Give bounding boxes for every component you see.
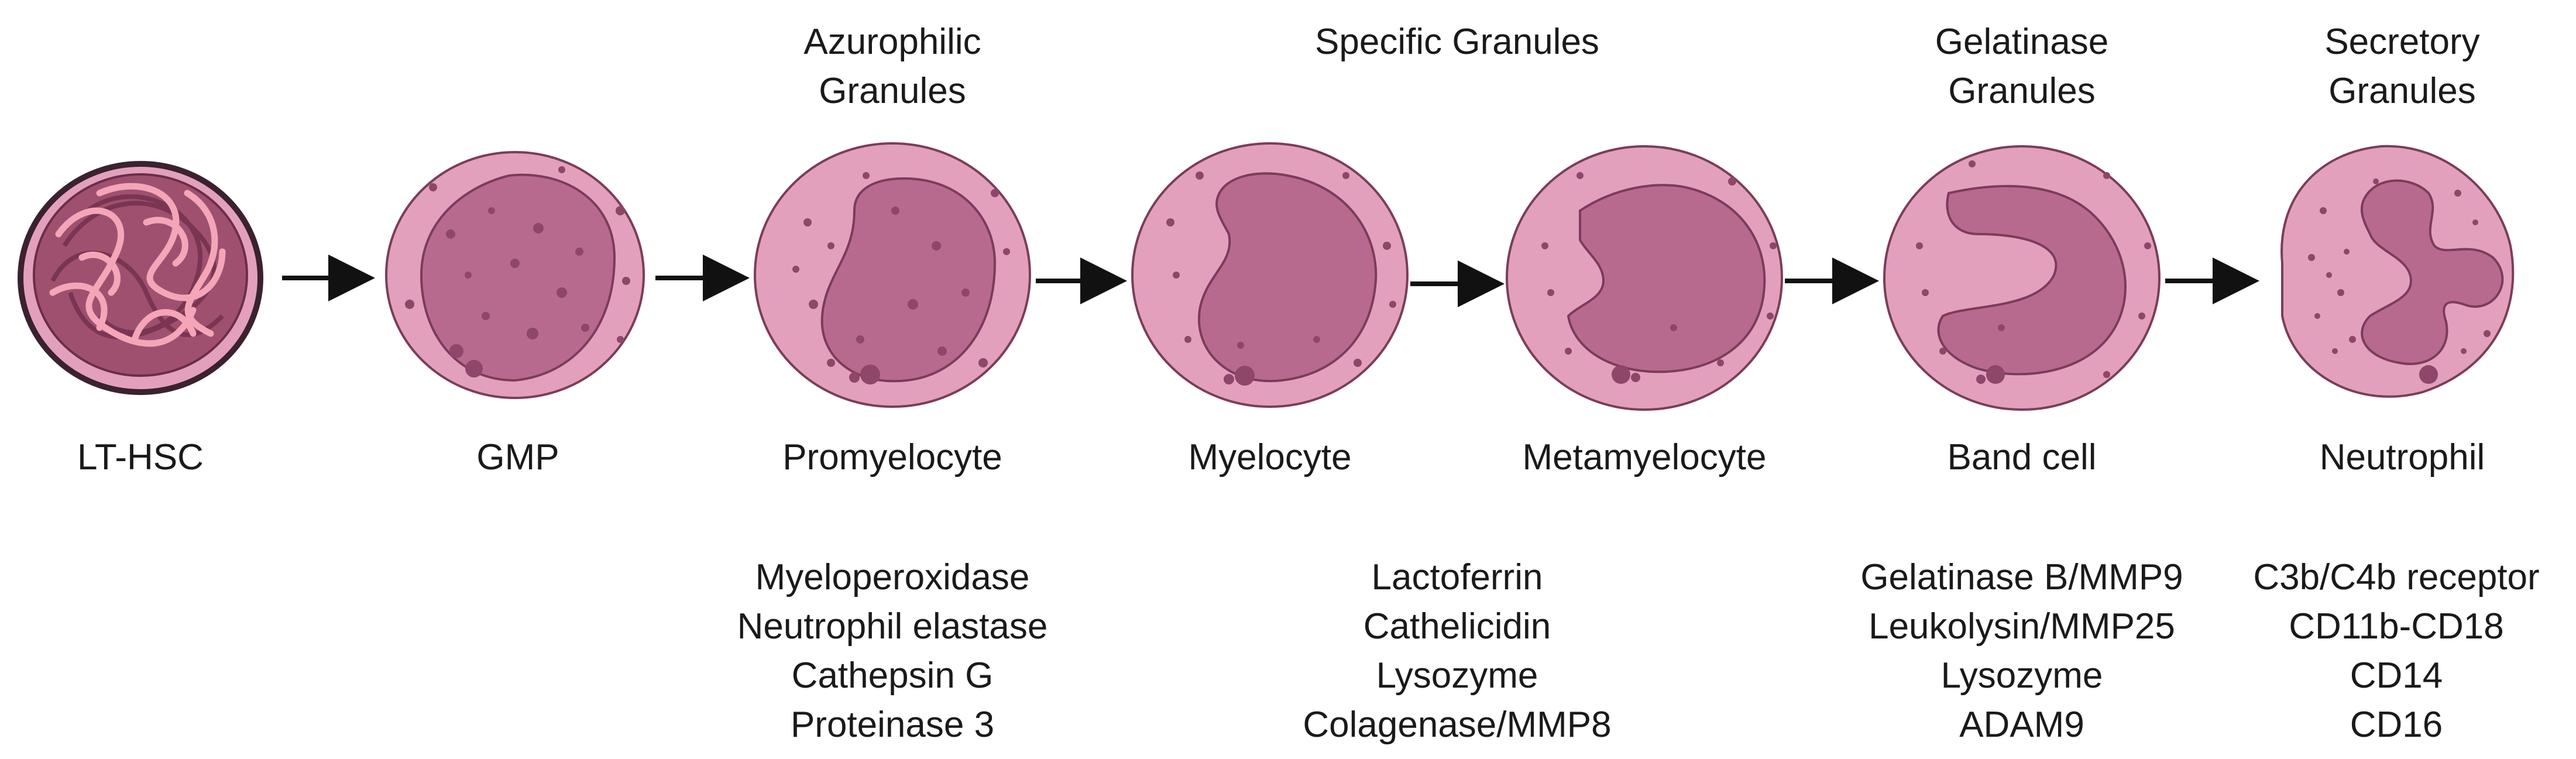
header-azurophilic-granules: Azurophilic Granules: [775, 18, 1009, 116]
marker-item: Neutrophil elastase: [737, 606, 1048, 647]
marker-item: Gelatinase B/MMP9: [1860, 557, 2183, 597]
header-line: Azurophilic: [803, 22, 981, 62]
markers-secretory: C3b/C4b receptor CD11b-CD18 CD14 CD16: [2221, 553, 2572, 750]
marker-item: Cathelicidin: [1363, 606, 1551, 647]
marker-item: Leukolysin/MMP25: [1869, 606, 2175, 647]
stage-label-promyelocyte: Promyelocyte: [782, 437, 1002, 478]
cell-lt-hsc: [18, 161, 263, 395]
marker-item: Lysozyme: [1940, 655, 2103, 696]
marker-item: CD16: [2350, 705, 2443, 745]
marker-item: C3b/C4b receptor: [2253, 557, 2540, 597]
cell-promyelocyte: [754, 142, 1031, 408]
header-secretory-granules: Secretory Granules: [2285, 18, 2519, 116]
header-line: Secretory: [2324, 22, 2480, 62]
header-line: Specific Granules: [1315, 22, 1599, 62]
stage-label-band-cell: Band cell: [1947, 437, 2097, 478]
marker-item: Myeloperoxidase: [755, 557, 1030, 597]
cell-myelocyte: [1131, 142, 1409, 408]
markers-specific: Lactoferrin Cathelicidin Lysozyme Colage…: [1252, 553, 1662, 750]
header-gelatinase-granules: Gelatinase Granules: [1905, 18, 2139, 116]
stage-label-lt-hsc: LT-HSC: [77, 437, 204, 478]
marker-item: Cathepsin G: [791, 655, 994, 696]
marker-item: CD14: [2350, 655, 2443, 696]
marker-item: Colagenase/MMP8: [1303, 705, 1612, 745]
stage-label-metamyelocyte: Metamyelocyte: [1522, 437, 1767, 478]
stage-label-myelocyte: Myelocyte: [1188, 437, 1352, 478]
marker-item: CD11b-CD18: [2289, 606, 2504, 647]
marker-item: ADAM9: [1959, 705, 2084, 745]
header-line: Granules: [2328, 71, 2476, 111]
markers-gelatinase: Gelatinase B/MMP9 Leukolysin/MMP25 Lysoz…: [1817, 553, 2227, 750]
cell-metamyelocyte: [1506, 145, 1783, 411]
marker-item: Lactoferrin: [1371, 557, 1543, 597]
cell-gmp: [385, 151, 645, 399]
header-line: Gelatinase: [1935, 22, 2109, 62]
stage-label-neutrophil: Neutrophil: [2319, 437, 2485, 478]
markers-azurophilic: Myeloperoxidase Neutrophil elastase Cath…: [688, 553, 1097, 750]
marker-item: Lysozyme: [1376, 655, 1538, 696]
header-line: Granules: [819, 71, 966, 111]
cell-band: [1883, 145, 2161, 411]
header-line: Granules: [1948, 71, 2096, 111]
cell-neutrophil: [2280, 145, 2515, 398]
header-specific-granules: Specific Granules: [1229, 18, 1685, 67]
marker-item: Proteinase 3: [790, 705, 995, 745]
stage-label-gmp: GMP: [476, 437, 559, 478]
